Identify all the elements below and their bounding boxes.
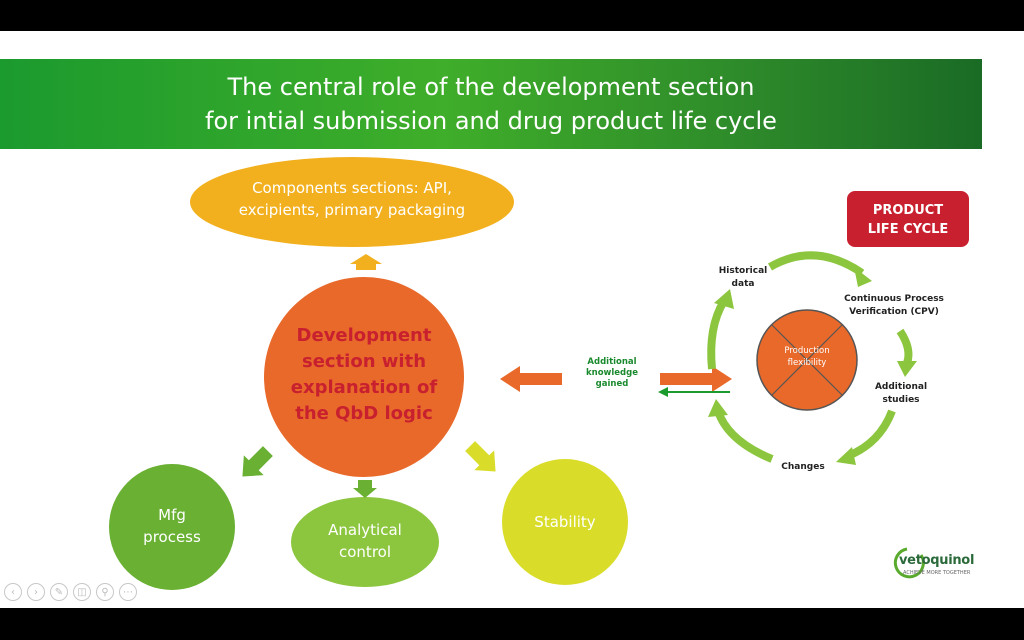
analytical-label: Analytical control [328, 521, 402, 561]
center-circle [264, 277, 464, 477]
cycle-arrow-bottom-right-head [836, 447, 856, 465]
stability-label: Stability [534, 513, 596, 531]
cycle-arrow-bottom-right [846, 409, 896, 460]
stability-circle [502, 459, 628, 585]
slide: The central role of the development sect… [0, 31, 1024, 608]
cycle-arrow-top [768, 251, 865, 277]
analytical-ellipse [291, 497, 439, 587]
arrow-knowledge-to-center [500, 366, 562, 392]
flex-cross-line-2 [771, 324, 843, 396]
changes-label: Changes [781, 462, 825, 472]
product-life-cycle-label: PRODUCT LIFE CYCLE [867, 203, 949, 237]
arrow-to-stability [465, 441, 496, 472]
mfg-label: Mfg process [143, 506, 201, 546]
arrow-cycle-feedback-head [658, 387, 668, 397]
cpv-label: Continuous Process Verification (CPV) [844, 294, 944, 317]
additional-knowledge-label: Additional knowledge gained [585, 357, 638, 389]
slides-icon[interactable]: ◫ [73, 583, 91, 601]
previous-icon[interactable]: ‹ [4, 583, 22, 601]
center-label: Development section with explanation of … [290, 325, 438, 424]
cycle-arrow-bottom-left [714, 409, 774, 463]
arrow-to-mfg [242, 446, 273, 477]
cycle-arrow-bottom-left-head [708, 399, 728, 417]
mfg-circle [109, 464, 235, 590]
diagram-graphics [109, 157, 969, 590]
zoom-icon[interactable]: ⚲ [96, 583, 114, 601]
arrow-up-components [350, 254, 382, 270]
slide-title-line1: The central role of the development sect… [227, 73, 755, 101]
slide-toolbar: ‹ › ✎ ◫ ⚲ ⋯ [4, 583, 137, 601]
next-icon[interactable]: › [27, 583, 45, 601]
components-label: Components sections: API, excipients, pr… [238, 179, 466, 219]
cycle-arrow-right-top-head [897, 361, 917, 377]
arrow-to-analytical [353, 480, 377, 498]
slide-title-line2: for intial submission and drug product l… [205, 107, 777, 135]
logo-tagline: ACHIEVE MORE TOGETHER [903, 570, 971, 576]
pen-icon[interactable]: ✎ [50, 583, 68, 601]
vetoquinol-logo-mark [893, 547, 925, 579]
production-flexibility-label: Production flexibility [784, 346, 830, 368]
components-ellipse [190, 157, 514, 247]
additional-studies-label: Additional studies [874, 382, 928, 405]
historical-data-label: Historical data [718, 266, 768, 289]
cycle-arrow-left-head [714, 289, 734, 309]
title-banner: The central role of the development sect… [0, 59, 982, 149]
logo-name: vetoquinol [899, 553, 975, 568]
cycle-arrow-right-top [896, 328, 913, 365]
cycle-arrow-left [707, 298, 728, 370]
cycle-arrow-top-head [854, 267, 872, 287]
vetoquinol-logo: vetoquinol ACHIEVE MORE TOGETHER [893, 541, 983, 581]
product-life-cycle-badge [847, 191, 969, 247]
arrow-center-to-cycle [660, 366, 732, 392]
more-icon[interactable]: ⋯ [119, 583, 137, 601]
